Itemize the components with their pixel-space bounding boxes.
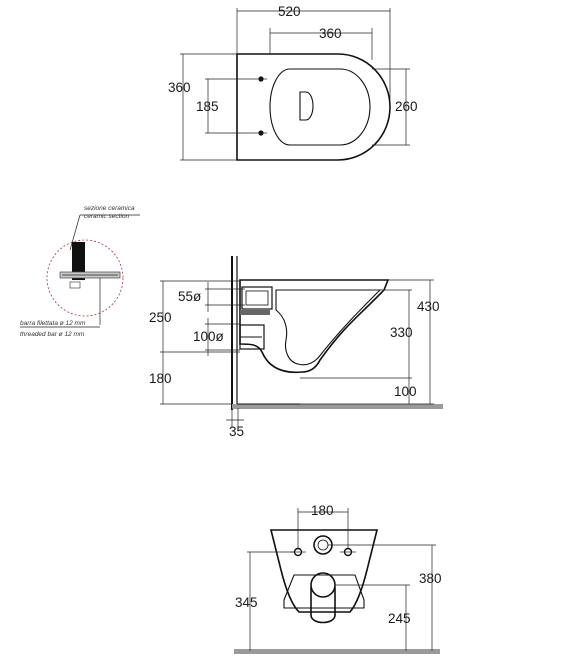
detail-plug	[69, 281, 81, 289]
detail-rod-it: barra filettata ø 12 mm	[20, 320, 86, 327]
dim-side-pipe-large: 100ø	[193, 329, 224, 344]
rear-outlet	[310, 572, 336, 598]
dim-side-floor-height: 180	[149, 371, 172, 386]
dim-rear-outlet-height: 245	[388, 611, 411, 626]
side-toilet-outline	[239, 279, 390, 374]
dim-top-bowl-height: 260	[395, 99, 418, 114]
dim-side-outlet-floor: 100	[394, 384, 417, 399]
side-fixing-bolt	[240, 310, 270, 315]
side-view: 430 330 100 250 180 55ø 100ø 35	[149, 256, 443, 439]
dim-side-fixing-height: 250	[149, 310, 172, 325]
top-view-outlet	[299, 91, 314, 121]
rear-toilet-outline	[269, 529, 379, 613]
dim-side-rim-height: 430	[417, 299, 440, 314]
dim-top-width-bowl: 360	[319, 26, 342, 41]
dim-rear-total-height: 380	[419, 571, 442, 586]
dim-top-height-total: 360	[168, 80, 191, 95]
top-view-outline	[236, 53, 391, 161]
top-view: 520 360 360 185 260	[168, 4, 418, 161]
side-toilet-bowl	[275, 289, 382, 366]
dim-top-fixing-spacing: 185	[196, 99, 219, 114]
dim-rear-fixing-height: 345	[235, 595, 258, 610]
detail-label-en: ceramic section	[84, 213, 130, 220]
ceramic-section-detail: sezione ceramica ceramic section barra f…	[20, 205, 140, 338]
dim-top-width-total: 520	[278, 4, 301, 19]
detail-ceramic-block	[72, 242, 85, 280]
dim-rear-fixing-spacing: 180	[311, 503, 334, 518]
rear-inner-frame	[283, 574, 365, 609]
rear-floor	[234, 649, 440, 654]
top-view-inner-bowl	[269, 68, 371, 146]
detail-circle	[46, 239, 124, 317]
dim-side-pipe-small: 55ø	[178, 289, 201, 304]
detail-label-it: sezione ceramica	[84, 205, 135, 212]
detail-rod-en: threaded bar ø 12 mm	[20, 331, 85, 338]
dim-side-wall-gap: 35	[229, 424, 244, 439]
rear-view: 180 345 380 245	[234, 503, 442, 654]
dim-side-outlet-height: 330	[390, 325, 413, 340]
side-floor	[232, 404, 443, 409]
side-flush-inlet	[241, 286, 273, 310]
